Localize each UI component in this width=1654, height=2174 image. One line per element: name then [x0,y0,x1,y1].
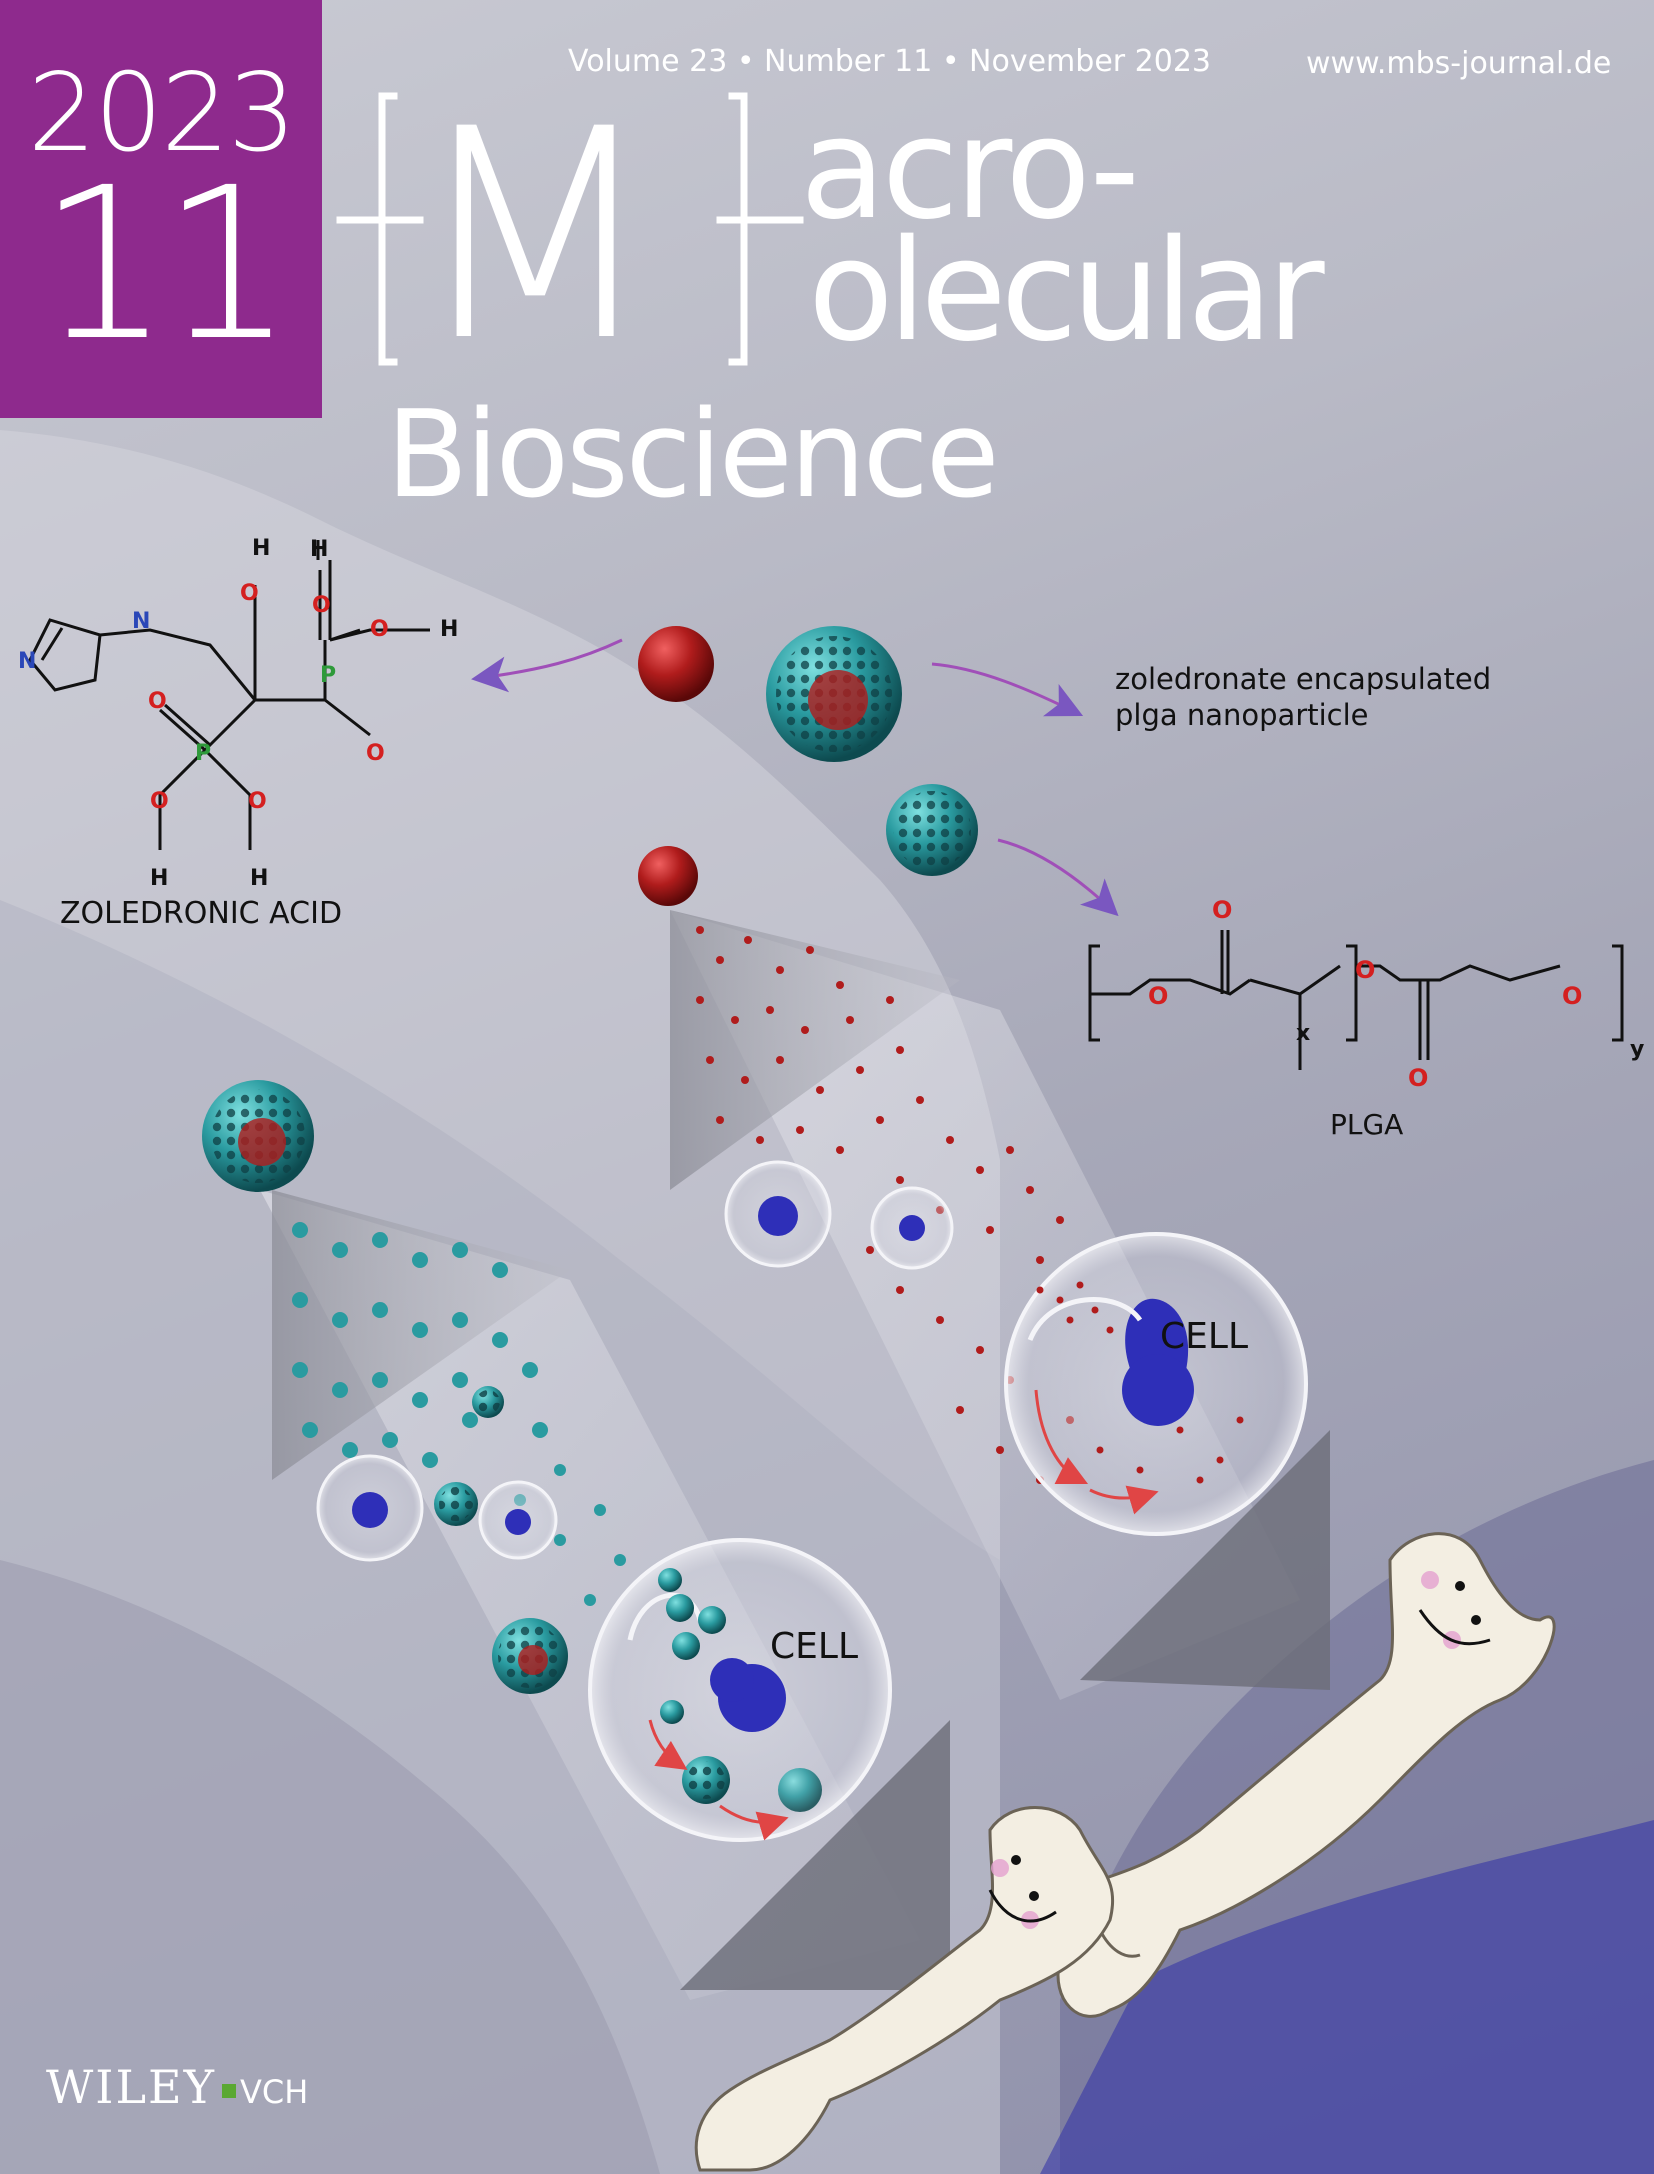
label-zoledronic-acid: ZOLEDRONIC ACID [60,896,343,931]
cells-lower [316,1454,892,1842]
svg-text:H: H [310,537,328,562]
svg-text:O: O [1148,982,1168,1010]
plga-structure [1088,930,1624,1070]
journal-logo-bracket: M [336,80,804,380]
atom-n: N [132,609,150,634]
issue-year: 2023 [27,51,297,176]
publisher-suffix: VCH [239,2073,309,2111]
publisher-logo: WILEY VCH [46,2060,308,2114]
svg-text:x: x [1296,1021,1310,1046]
svg-text:y: y [1630,1037,1644,1062]
atom-p: P [320,663,336,688]
zoledronic-acid-structure [28,540,430,850]
svg-text:H: H [440,617,458,642]
label-encapsulated-line2: plga nanoparticle [1115,698,1369,732]
issue-number: 11 [37,142,294,387]
atom-p: P [195,741,211,766]
nanoparticle-medium [492,1618,568,1694]
publisher-square-icon [221,2084,236,2098]
svg-text:O: O [1408,1064,1428,1092]
svg-text:O: O [366,741,385,766]
svg-text:H: H [252,536,270,561]
svg-text:O: O [148,689,167,714]
svg-text:O: O [312,593,331,618]
svg-text:H: H [250,866,268,891]
journal-title-line2: olecular [808,210,1325,373]
nanoparticle-large [766,626,902,762]
drug-particles-upper [696,926,1074,1484]
journal-title-line3: Bioscience [386,386,1000,525]
svg-text:O: O [240,581,259,606]
cells-upper [724,1160,1308,1536]
svg-text:O: O [248,789,267,814]
svg-text:H: H [150,866,168,891]
drug-sphere [638,626,714,702]
drug-sphere [638,846,698,906]
svg-text:O: O [1212,896,1232,924]
svg-text:O: O [1355,956,1375,984]
publisher-name: WILEY [46,2060,216,2114]
atom-n: N [18,649,36,674]
volume-line: Volume 23 • Number 11 • November 2023 [568,44,1211,79]
label-cell-lower: CELL [770,1626,858,1667]
journal-logo-m: M [410,80,660,380]
label-cell-upper: CELL [1160,1316,1248,1357]
svg-text:O: O [1562,982,1582,1010]
label-encapsulated-line1: zoledronate encapsulated [1115,662,1492,696]
issue-box [0,0,322,418]
nanoparticle-large [202,1080,314,1192]
nanoparticle-medium [886,784,978,876]
label-plga: PLGA [1330,1108,1404,1141]
svg-text:O: O [150,789,169,814]
bone-lower [694,1806,1115,2172]
svg-text:O: O [370,617,389,642]
journal-url: www.mbs-journal.de [1306,46,1612,81]
journal-title-line1: acro- [800,88,1140,251]
